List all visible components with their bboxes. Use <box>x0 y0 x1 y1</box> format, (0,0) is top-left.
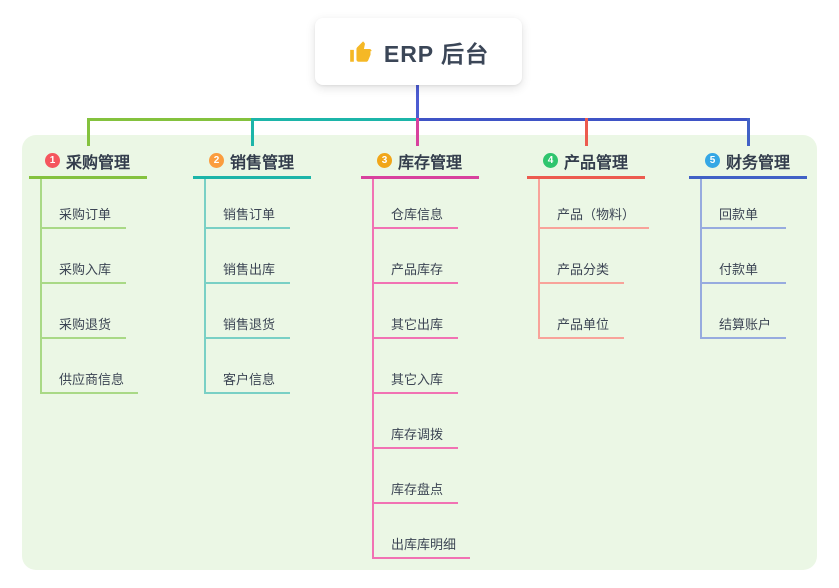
item-label: 产品库存 <box>391 262 444 277</box>
item-label: 其它入库 <box>391 372 444 387</box>
item-label: 客户信息 <box>223 372 276 387</box>
branch-header-4[interactable]: 4 产品管理 <box>527 145 645 179</box>
item-label: 付款单 <box>719 262 759 277</box>
branch-header-2[interactable]: 2 销售管理 <box>193 145 311 179</box>
item-label: 销售出库 <box>223 262 276 277</box>
root-title: ERP 后台 <box>383 40 490 67</box>
branch-items: 回款单付款单结算账户 <box>700 179 839 339</box>
mindmap-item[interactable]: 产品单位 <box>538 284 624 339</box>
item-label: 采购入库 <box>59 262 112 277</box>
item-label: 采购订单 <box>59 207 112 222</box>
item-label: 结算账户 <box>719 317 772 332</box>
branch-number-badge: 4 <box>543 153 558 168</box>
branch-number-badge: 2 <box>209 153 224 168</box>
branch-drop-2 <box>251 118 254 146</box>
mindmap-item[interactable]: 采购退货 <box>40 284 126 339</box>
item-label: 采购退货 <box>59 317 112 332</box>
branch-label: 采购管理 <box>66 154 131 172</box>
branch-number-badge: 1 <box>45 153 60 168</box>
branch-2: 2 销售管理销售订单销售出库销售退货客户信息 <box>193 145 353 394</box>
mindmap-item[interactable]: 结算账户 <box>700 284 786 339</box>
mindmap-item[interactable]: 出库库明细 <box>372 504 471 559</box>
mindmap-item[interactable]: 产品分类 <box>538 229 624 284</box>
branch-3: 3 库存管理仓库信息产品库存其它出库其它入库库存调拨库存盘点出库库明细 <box>361 145 521 559</box>
root-connector <box>416 85 419 121</box>
branch-label: 库存管理 <box>398 154 463 172</box>
rail-left <box>87 118 251 121</box>
branch-4: 4 产品管理产品（物料） 产品分类产品单位 <box>527 145 687 339</box>
item-label: 产品分类 <box>557 262 610 277</box>
branch-number-badge: 3 <box>377 153 392 168</box>
mindmap-item[interactable]: 仓库信息 <box>372 179 458 229</box>
branch-spine-line <box>372 179 374 559</box>
item-label: 回款单 <box>719 207 759 222</box>
branch-header-1[interactable]: 1 采购管理 <box>29 145 147 179</box>
branch-spine-line <box>204 179 206 394</box>
mindmap-item[interactable]: 产品（物料） <box>538 179 650 229</box>
item-label: 库存盘点 <box>391 482 444 497</box>
branch-drop-3 <box>416 118 419 146</box>
branch-spine-line <box>538 179 540 339</box>
item-label: 仓库信息 <box>391 207 444 222</box>
mindmap-item[interactable]: 采购入库 <box>40 229 126 284</box>
mindmap-item[interactable]: 销售出库 <box>204 229 290 284</box>
item-label: 出库库明细 <box>391 537 457 552</box>
branches-panel <box>22 135 817 570</box>
item-label: 销售退货 <box>223 317 276 332</box>
mindmap-item[interactable]: 供应商信息 <box>40 339 139 394</box>
branch-items: 采购订单采购入库采购退货供应商信息 <box>40 179 189 394</box>
mindmap-item[interactable]: 付款单 <box>700 229 786 284</box>
item-label: 产品单位 <box>557 317 610 332</box>
branch-5: 5 财务管理回款单付款单结算账户 <box>689 145 839 339</box>
branch-spine-line <box>40 179 42 394</box>
root-node[interactable]: ERP 后台 <box>315 18 522 85</box>
item-label: 供应商信息 <box>59 372 125 387</box>
item-label: 产品（物料） <box>557 207 636 222</box>
mindmap-item[interactable]: 销售订单 <box>204 179 290 229</box>
branch-number-badge: 5 <box>705 153 720 168</box>
mindmap-item[interactable]: 库存盘点 <box>372 449 458 504</box>
mindmap-item[interactable]: 其它出库 <box>372 284 458 339</box>
branch-header-5[interactable]: 5 财务管理 <box>689 145 807 179</box>
mindmap-item[interactable]: 其它入库 <box>372 339 458 394</box>
branch-label: 产品管理 <box>564 154 629 172</box>
mindmap-item[interactable]: 产品库存 <box>372 229 458 284</box>
branch-header-3[interactable]: 3 库存管理 <box>361 145 479 179</box>
item-label: 其它出库 <box>391 317 444 332</box>
branch-drop-4 <box>585 118 588 146</box>
branch-1: 1 采购管理采购订单采购入库采购退货供应商信息 <box>29 145 189 394</box>
branch-spine-line <box>700 179 702 339</box>
branch-drop-1 <box>87 118 90 146</box>
mindmap-item[interactable]: 采购订单 <box>40 179 126 229</box>
mindmap-item[interactable]: 销售退货 <box>204 284 290 339</box>
mindmap-item[interactable]: 客户信息 <box>204 339 290 394</box>
item-label: 销售订单 <box>223 207 276 222</box>
rail-right <box>416 118 750 121</box>
mindmap-item[interactable]: 回款单 <box>700 179 786 229</box>
branch-items: 产品（物料） 产品分类产品单位 <box>538 179 687 339</box>
rail-middle <box>251 118 416 121</box>
thumbs-up-icon <box>350 40 372 62</box>
branch-items: 仓库信息产品库存其它出库其它入库库存调拨库存盘点出库库明细 <box>372 179 521 559</box>
item-label: 库存调拨 <box>391 427 444 442</box>
mindmap-item[interactable]: 库存调拨 <box>372 394 458 449</box>
branch-label: 财务管理 <box>726 154 791 172</box>
branch-drop-5 <box>747 118 750 146</box>
branch-items: 销售订单销售出库销售退货客户信息 <box>204 179 353 394</box>
branch-label: 销售管理 <box>230 154 295 172</box>
